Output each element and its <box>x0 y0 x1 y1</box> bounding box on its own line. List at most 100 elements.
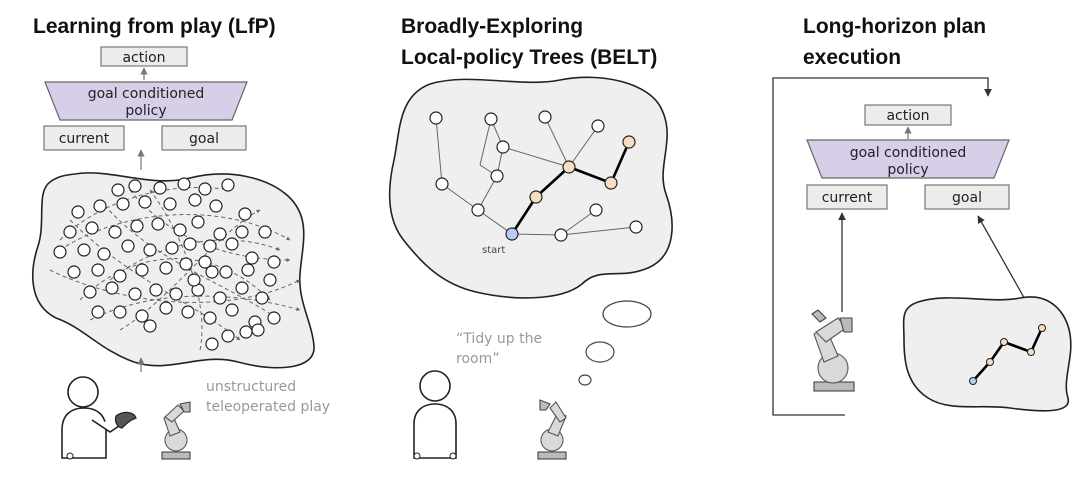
play-state-node <box>183 237 197 251</box>
play-state-node <box>169 287 183 301</box>
belt-robot-arm-icon <box>537 399 567 460</box>
play-state-node <box>113 305 127 319</box>
lfp-policy-label-1: goal conditioned <box>88 86 205 102</box>
play-state-node <box>91 305 105 319</box>
play-trajectory <box>49 269 301 303</box>
lfp-goal-box <box>161 125 247 151</box>
play-state-node <box>151 217 165 231</box>
play-state-node <box>205 265 219 279</box>
panel-plan: Long-horizon plan execution action goal … <box>772 15 1072 416</box>
lfp-action-box <box>100 46 188 67</box>
play-state-node <box>105 281 119 295</box>
play-state-node <box>67 265 81 279</box>
belt-title-1: Broadly-Exploring <box>401 15 583 38</box>
play-state-node <box>258 225 272 239</box>
play-state-node <box>263 273 277 287</box>
play-state-node <box>225 237 239 251</box>
lfp-policy-label-2: policy <box>125 103 166 119</box>
belt-quote-1: “Tidy up the <box>456 331 542 347</box>
play-trajectory <box>69 219 241 341</box>
panel-lfp: Learning from play (LfP) action goal con… <box>32 15 330 460</box>
play-state-node <box>77 243 91 257</box>
plan-action-box <box>864 104 952 126</box>
play-state-node <box>130 219 144 233</box>
plan-goal-label: goal <box>952 190 982 206</box>
tree-edge <box>479 118 492 166</box>
play-state-node <box>251 323 265 337</box>
plan-robot-arm-icon <box>811 309 855 392</box>
plan-feedback-loop-arrow <box>772 77 992 416</box>
plan-current-box <box>806 184 888 210</box>
tree-node <box>490 169 504 183</box>
plan-path-edge <box>1003 340 1032 354</box>
play-state-node <box>163 197 177 211</box>
play-state-node <box>165 241 179 255</box>
play-state-node <box>128 179 142 193</box>
plan-subgoal-path <box>969 324 1046 385</box>
plan-subgoal-node <box>1038 324 1046 332</box>
play-state-node <box>91 263 105 277</box>
play-state-node <box>85 221 99 235</box>
thought-bubble-large <box>602 300 652 328</box>
belt-person-icon <box>413 370 457 460</box>
belt-tree-blob <box>388 76 673 299</box>
play-trajectory <box>89 295 301 321</box>
play-state-node <box>149 283 163 297</box>
play-state-node <box>198 182 212 196</box>
play-state-node <box>203 311 217 325</box>
play-state-node <box>267 255 281 269</box>
play-state-node <box>225 303 239 317</box>
play-state-node <box>159 261 173 275</box>
play-state-node <box>219 265 233 279</box>
plan-current-label: current <box>822 190 873 206</box>
play-state-node <box>235 225 249 239</box>
plan-action-label: action <box>886 108 929 124</box>
teleoperator-person-icon <box>61 376 137 460</box>
play-state-node <box>116 197 130 211</box>
belt-plan-path <box>510 141 631 235</box>
tree-edge <box>544 116 570 168</box>
play-state-node <box>255 291 269 305</box>
tree-edge <box>568 125 599 168</box>
plan-title-1: Long-horizon plan <box>803 15 986 38</box>
play-state-node <box>63 225 77 239</box>
play-state-node <box>188 193 202 207</box>
play-state-node <box>267 311 281 325</box>
play-state-node <box>187 273 201 287</box>
lfp-caption-2: teleoperated play <box>206 399 330 415</box>
belt-start-label: start <box>482 245 505 256</box>
play-state-node <box>177 177 191 191</box>
tree-edge <box>511 233 562 236</box>
plan-edge <box>568 165 612 185</box>
play-state-node <box>213 227 227 241</box>
play-trajectory <box>79 258 271 301</box>
lfp-current-box <box>43 125 125 151</box>
lfp-current-label: current <box>59 131 110 147</box>
play-state-node <box>153 181 167 195</box>
plan-edge <box>510 196 538 235</box>
play-state-node <box>121 239 135 253</box>
plan-policy-label-2: policy <box>887 162 928 178</box>
tree-node <box>591 119 605 133</box>
play-state-node <box>128 287 142 301</box>
tree-node <box>554 228 568 242</box>
play-state-node <box>113 269 127 283</box>
play-state-node <box>235 281 249 295</box>
play-state-node <box>97 247 111 261</box>
play-state-node <box>83 285 97 299</box>
lfp-title: Learning from play (LfP) <box>33 15 276 38</box>
play-state-node <box>239 325 253 339</box>
plan-node <box>604 176 618 190</box>
plan-small-blob <box>902 296 1072 412</box>
thought-bubble-small <box>578 374 592 386</box>
tree-edge <box>560 226 637 236</box>
panel-belt: Broadly-Exploring Local-policy Trees (BE… <box>388 15 673 460</box>
plan-node <box>562 160 576 174</box>
tree-edge <box>435 117 443 185</box>
plan-subgoal-node <box>986 358 994 366</box>
tree-node <box>484 112 498 126</box>
play-state-node <box>135 263 149 277</box>
play-state-node <box>245 251 259 265</box>
play-state-node <box>203 239 217 253</box>
